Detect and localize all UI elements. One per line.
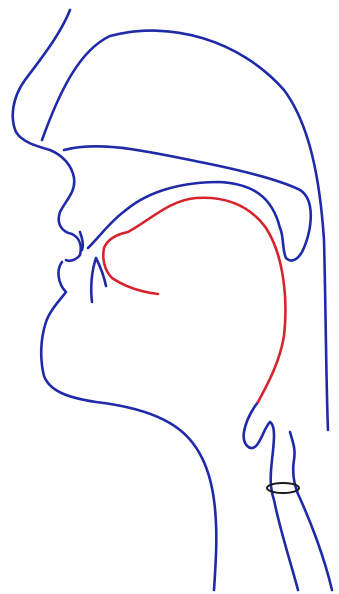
face-profile-outline bbox=[13, 10, 81, 261]
hard-palate-lower bbox=[88, 182, 280, 248]
pharynx-epiglottis bbox=[244, 402, 298, 590]
lower-lip-chin-outline bbox=[41, 262, 216, 590]
nasal-cavity-roof bbox=[42, 31, 328, 430]
tongue-outline bbox=[103, 198, 285, 402]
posterior-pharyngeal-wall bbox=[290, 432, 332, 590]
